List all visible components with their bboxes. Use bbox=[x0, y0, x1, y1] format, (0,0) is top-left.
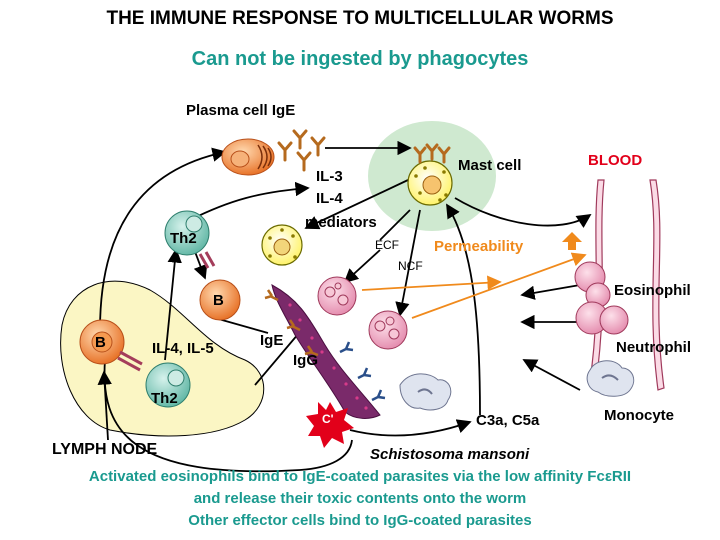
th2-cell-top bbox=[164, 210, 210, 256]
subtitle: Can not be ingested by phagocytes bbox=[191, 48, 529, 70]
monocyte-label: Monocyte bbox=[604, 407, 675, 424]
eosinophil-label: Eosinophil bbox=[614, 282, 691, 299]
il4-il5-label: IL-4, IL-5 bbox=[152, 340, 214, 357]
arrow-mono-out bbox=[522, 359, 581, 391]
complement-burst bbox=[306, 402, 354, 448]
arrow-th2b-to-th2 bbox=[164, 248, 182, 361]
neutrophil-at-worm bbox=[368, 310, 408, 350]
mediators-label: mediators bbox=[305, 214, 377, 231]
mast-cell bbox=[407, 143, 453, 206]
b-cell-left bbox=[79, 319, 125, 365]
eosinophil-at-worm bbox=[317, 276, 357, 316]
schistosoma-worm bbox=[264, 284, 386, 419]
complement-label: C' bbox=[322, 412, 334, 426]
arrow-mast-to-ncf bbox=[395, 209, 421, 317]
degranulating-mast-cell bbox=[261, 224, 303, 266]
b-cell-top bbox=[199, 279, 241, 321]
arrow-eos-out bbox=[520, 284, 581, 300]
plasma-cell-label: Plasma cell IgE bbox=[186, 102, 296, 119]
page-title: THE IMMUNE RESPONSE TO MULTICELLULAR WOR… bbox=[106, 8, 614, 29]
th2-cell-bottom bbox=[145, 362, 191, 408]
arrow-comp-to-c3a bbox=[349, 419, 472, 437]
arrow-ecf-to-eos bbox=[343, 249, 381, 284]
igg-label: IgG bbox=[293, 352, 318, 369]
arrow-mast-to-ecf bbox=[379, 209, 411, 241]
caption-line-2: and release their toxic contents onto th… bbox=[193, 490, 527, 507]
arrow-mast-to-blood bbox=[454, 197, 592, 228]
permeability-label: Permeability bbox=[434, 238, 524, 255]
blood-eosinophils bbox=[574, 261, 611, 308]
il4-label: IL-4 bbox=[316, 190, 343, 207]
arrow-b-to-plasma bbox=[99, 147, 227, 331]
orange-arrow-1 bbox=[361, 275, 502, 291]
arrow-mast-to-yellow bbox=[304, 179, 409, 230]
blood-neutrophils bbox=[575, 301, 629, 335]
il3-label: IL-3 bbox=[316, 168, 343, 185]
ecf-label: ECF bbox=[375, 238, 399, 252]
neutrophil-label: Neutrophil bbox=[616, 339, 691, 356]
permeability-up-icon bbox=[562, 232, 582, 250]
arrow-th2-to-il bbox=[189, 181, 310, 221]
b-left-label: B bbox=[95, 334, 106, 351]
ige-label: IgE bbox=[260, 332, 284, 349]
arrow-loop-to-b bbox=[97, 370, 112, 441]
macrophage-at-worm bbox=[399, 373, 452, 411]
th2-bottom-label: Th2 bbox=[151, 390, 178, 407]
tcr-link-top bbox=[198, 251, 216, 269]
arrow-c3a-to-mast bbox=[446, 203, 481, 416]
b-top-label: B bbox=[213, 292, 224, 309]
schistosoma-label: Schistosoma mansoni bbox=[370, 446, 530, 463]
lymph-node-label: LYMPH NODE bbox=[52, 441, 158, 458]
ige-antibodies bbox=[277, 129, 326, 172]
orange-arrow-2 bbox=[411, 252, 587, 319]
ncf-label: NCF bbox=[398, 259, 423, 273]
plasma-cell bbox=[221, 138, 275, 176]
caption-line-3: Other effector cells bind to IgG-coated … bbox=[188, 512, 532, 529]
lymph-node-region bbox=[60, 280, 265, 437]
th2-top-label: Th2 bbox=[170, 230, 197, 247]
arrow-lymph-loop bbox=[103, 359, 353, 473]
tcr-link-bottom bbox=[117, 350, 143, 372]
blood-label: BLOOD bbox=[588, 152, 643, 169]
caption-line-1: Activated eosinophils bind to IgE-coated… bbox=[88, 468, 632, 485]
arrow-b-to-worm bbox=[214, 317, 269, 334]
c3a-c5a-label: C3a, C5a bbox=[476, 412, 540, 429]
blood-monocytes bbox=[586, 360, 635, 397]
mast-cell-label: Mast cell bbox=[458, 157, 522, 174]
